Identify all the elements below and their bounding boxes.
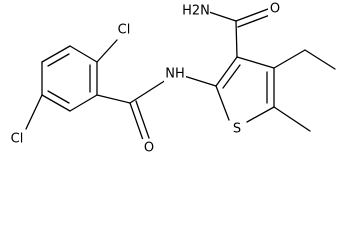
- bond-n-thiophene: [183, 75, 217, 87]
- atom-carboxamide-nh2-label: H2N: [182, 4, 210, 19]
- atom-thiophene-s: S: [230, 120, 244, 138]
- atom-label-layer: Cl Cl NH O H2N O: [6, 0, 282, 157]
- atom-cl-ortho-label: Cl: [118, 23, 131, 38]
- bond-ring-c5-c6: [41, 94, 71, 112]
- bond-carbonyl-o-1: [129, 102, 144, 141]
- bond-ethyl-2: [304, 49, 336, 70]
- atom-cl-ortho: Cl: [113, 21, 133, 39]
- atom-amide-nh: NH: [164, 65, 186, 83]
- bond-thio-c2-c3: [215, 56, 238, 87]
- bond-ring-c2-c3: [69, 45, 98, 63]
- atom-cl-meta-label: Cl: [11, 132, 24, 147]
- bond-carbonyl-o-2: [135, 100, 150, 139]
- bond-layer: [25, 8, 336, 141]
- atom-cl-meta: Cl: [6, 130, 28, 148]
- atom-thiophene-s-label: S: [233, 122, 241, 137]
- bond-methyl: [273, 106, 311, 132]
- bond-carboxamide-o-1: [235, 8, 269, 22]
- atom-carboxamide-o-label: O: [270, 2, 280, 17]
- bond-c3-carboxamide: [235, 20, 238, 58]
- bond-thio-s-c2: [215, 85, 230, 121]
- bond-carboxamide-nh2: [208, 11, 237, 22]
- bond-thio-c3-c4: [236, 56, 275, 69]
- bond-c5-cl: [25, 94, 43, 130]
- bond-c1-carbonyl: [96, 94, 131, 104]
- molecule-drawing: Cl Cl NH O H2N O: [6, 0, 336, 157]
- bond-carbonyl-n: [129, 79, 167, 104]
- bond-ring-c3-c4: [41, 45, 71, 63]
- atom-carboxamide-o: O: [268, 0, 282, 18]
- bond-thio-c5-s: [246, 106, 275, 123]
- bond-c2-cl: [96, 39, 118, 63]
- bond-carboxamide-o-2: [237, 14, 271, 28]
- bond-ethyl-1: [273, 49, 306, 69]
- atom-amide-o-label: O: [144, 141, 154, 156]
- bond-ring-c5-c6-inner: [47, 90, 70, 104]
- atom-amide-o: O: [142, 139, 156, 157]
- bond-thio-c2-c3-inner: [222, 64, 241, 89]
- bond-ring-c3-c4-inner: [47, 53, 70, 67]
- structure-canvas: Cl Cl NH O H2N O: [6, 0, 336, 157]
- atom-amide-nh-label: NH: [165, 67, 185, 82]
- bond-ring-c6-c1: [69, 94, 98, 112]
- atom-carboxamide-nh2: H2N: [182, 2, 210, 20]
